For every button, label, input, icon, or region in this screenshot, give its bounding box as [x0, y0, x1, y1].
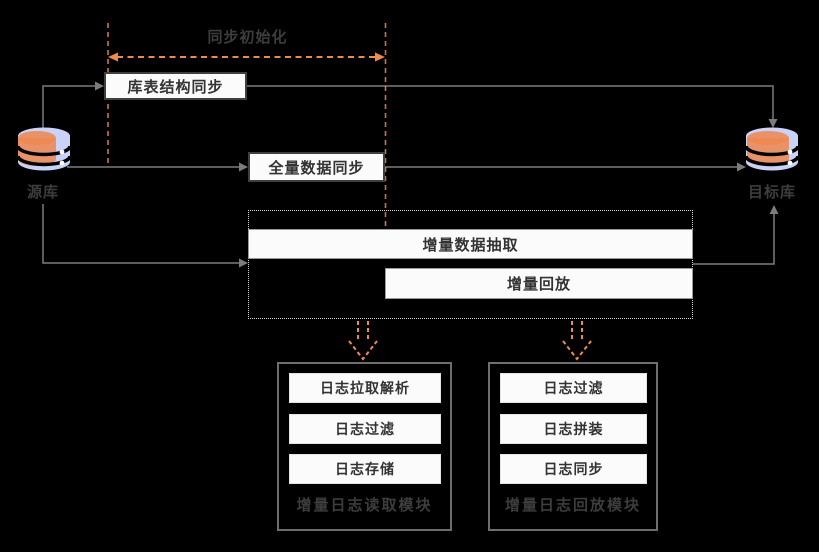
- log-reader-module: 日志拉取解析 日志过滤 日志存储 增量日志读取模块: [277, 362, 452, 531]
- incremental-replay-box: 增量回放: [385, 268, 693, 299]
- log-replay-step: 日志同步: [500, 454, 647, 484]
- log-replay-step: 日志拼装: [500, 414, 647, 444]
- log-replay-module-title: 增量日志回放模块: [504, 497, 641, 514]
- source-db-label: 源库: [26, 184, 59, 201]
- log-replay-module: 日志过滤 日志拼装 日志同步 增量日志回放模块: [488, 362, 658, 531]
- log-reader-module-title: 增量日志读取模块: [296, 497, 433, 514]
- gray-arrowheads: [95, 81, 779, 268]
- target-db-label: 目标库: [747, 184, 796, 201]
- schema-sync-box: 库表结构同步: [104, 72, 247, 100]
- dashed-down-arrow-icon: [348, 321, 378, 361]
- full-sync-box: 全量数据同步: [248, 152, 385, 182]
- log-reader-step: 日志存储: [289, 454, 441, 484]
- database-cylinder-icon: [16, 127, 72, 171]
- log-replay-step: 日志过滤: [500, 373, 647, 403]
- dashed-down-arrow-icon: [562, 321, 592, 361]
- log-reader-step: 日志过滤: [289, 414, 441, 444]
- database-cylinder-icon: [744, 127, 800, 171]
- phase-label: 同步初始化: [207, 29, 288, 46]
- gray-connectors: [42, 85, 775, 265]
- incremental-extract-box: 增量数据抽取: [248, 229, 693, 259]
- phase-dashed-lines: [107, 23, 387, 229]
- incremental-zone: [248, 210, 693, 319]
- log-reader-step: 日志拉取解析: [289, 373, 441, 403]
- phase-arrowheads: [108, 52, 385, 62]
